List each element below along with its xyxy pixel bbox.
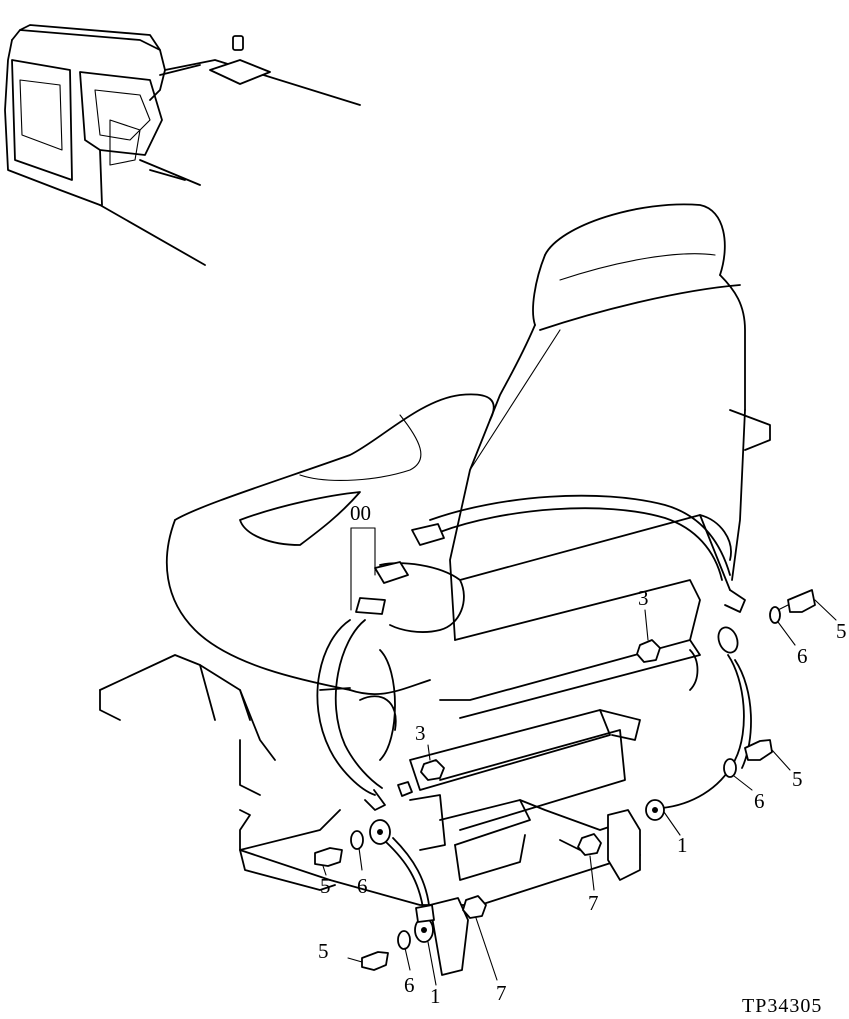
callout-6-right-upper: 6 (797, 644, 808, 668)
callout-5-left: 5 (320, 874, 331, 898)
callout-1-right: 1 (677, 833, 688, 857)
callout-00: 00 (350, 501, 371, 525)
callout-3-upper: 3 (638, 586, 649, 610)
callout-5-bottom: 5 (318, 939, 329, 963)
callout-5-right-lower: 5 (792, 767, 803, 791)
seat-backrest (449, 203, 771, 641)
cab-inset (4, 24, 361, 266)
seat-cushion (165, 393, 495, 696)
callout-5-right-upper: 5 (836, 619, 847, 643)
callout-7-right: 7 (588, 891, 599, 915)
callout-7-bottom: 7 (496, 981, 507, 1005)
part-callouts: 00 3 3 5 6 5 6 1 5 6 7 5 6 1 7 (318, 501, 847, 1008)
leader-lines (322, 527, 837, 986)
ground-cables (369, 626, 752, 943)
callout-6-left: 6 (357, 874, 368, 898)
callout-3-lower: 3 (415, 721, 426, 745)
callout-6-bottom: 6 (404, 973, 415, 997)
seat-belt-strap (316, 494, 746, 811)
callout-1-bottom: 1 (430, 984, 441, 1008)
figure-reference: TP34305 (742, 995, 822, 1017)
mount-brackets (429, 809, 641, 976)
fasteners (314, 589, 816, 971)
callout-6-right-lower: 6 (754, 789, 765, 813)
